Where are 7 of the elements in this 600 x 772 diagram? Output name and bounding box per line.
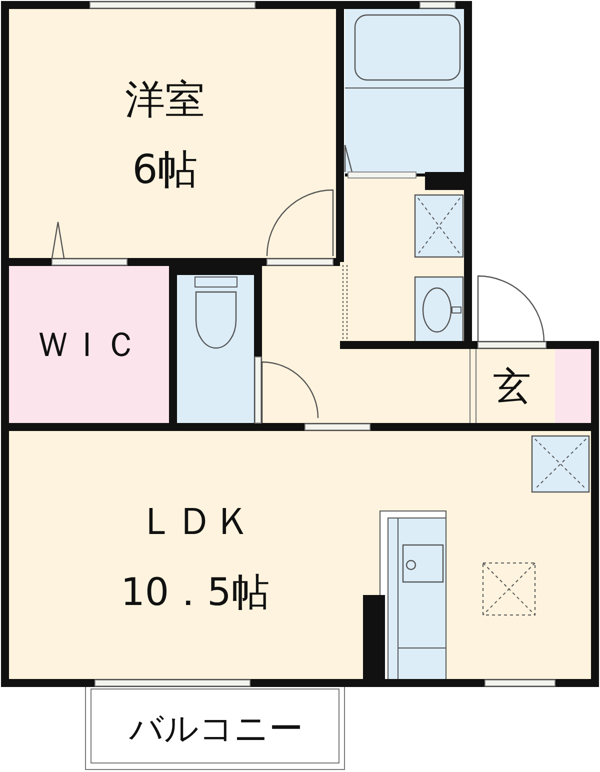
- room-area: 10．5帖: [120, 573, 270, 611]
- room-area: 6帖: [132, 150, 198, 190]
- room-name: 玄: [493, 367, 531, 405]
- room-name: ＬＤＫ: [138, 502, 252, 540]
- room-name: ＷＩＣ: [36, 328, 138, 362]
- room-name: 洋室: [125, 80, 205, 120]
- room-name: バルコニー: [129, 712, 303, 746]
